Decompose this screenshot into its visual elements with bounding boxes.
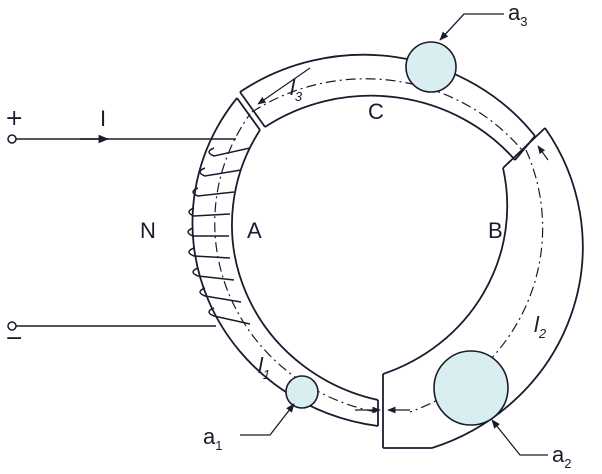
l3-marker [257,67,311,105]
cross-section-a3 [405,41,457,93]
a2-label: a2 [552,442,571,471]
core-section-a-inner [231,129,379,401]
plus-sign: + [5,106,23,131]
turns-label: N [140,218,156,243]
core-gap-c-left [239,91,266,128]
current-label: I [100,106,106,131]
section-c-label: C [368,99,384,124]
section-a-label: A [247,218,262,243]
core-section-a-outer [191,97,379,427]
coil-winding [187,147,251,325]
a1-leader [240,403,295,436]
core-section-c-inner [264,94,516,161]
core-section-c-outer [239,53,536,137]
a3-leader [439,13,504,41]
cross-section-a1 [285,375,319,409]
l1-label: l1 [258,353,270,382]
area-leaders [240,13,548,456]
cross-section-a2 [433,350,509,426]
a1-label: a1 [203,424,222,453]
length-markers [257,67,549,414]
core-section-b-inner [382,167,509,375]
minus-sign: − [5,326,23,351]
a3-label: a3 [508,0,527,29]
l2-marker-top [537,145,549,161]
supply-leads [7,134,236,331]
l3-label: l3 [290,75,303,104]
cross-sections [285,41,509,426]
terminal-plus [7,134,17,144]
core-gap-a-top [236,97,261,131]
core-gap-b-top [502,127,546,169]
magnetic-core [191,53,584,449]
l2-label: l2 [534,312,547,341]
a2-leader [491,419,548,456]
section-b-label: B [488,218,503,243]
